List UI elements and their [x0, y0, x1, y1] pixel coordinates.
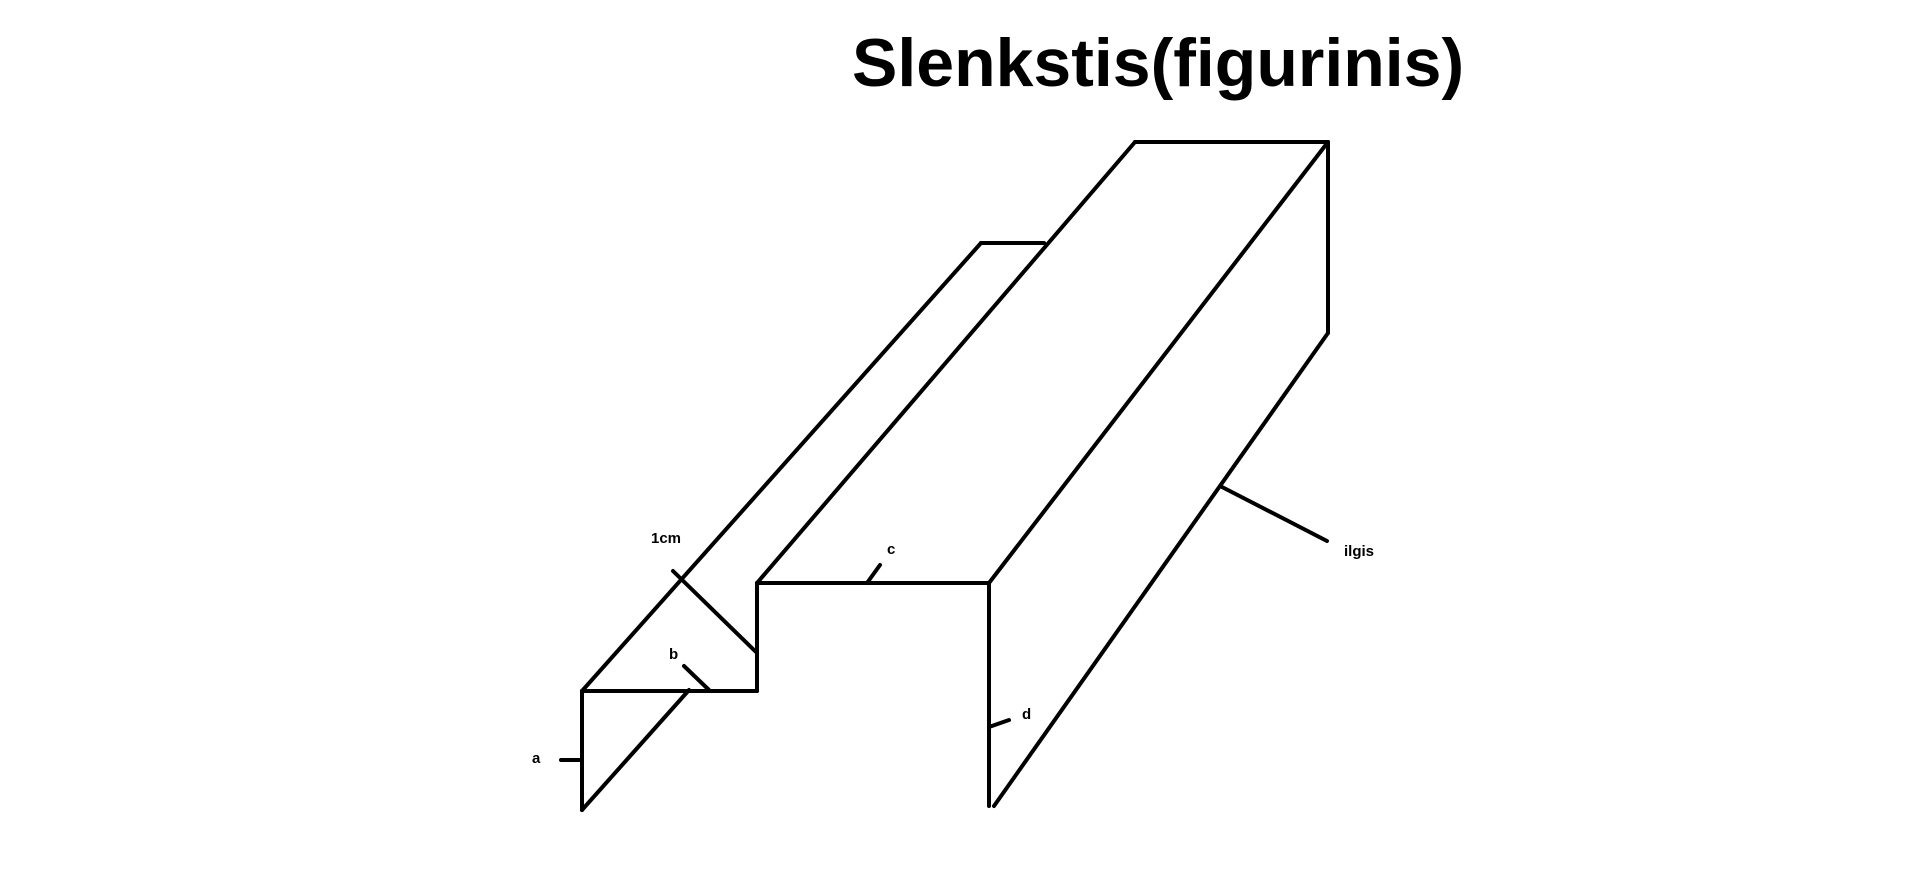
leader-d	[987, 718, 1011, 729]
label-length: ilgis	[1344, 543, 1374, 560]
upper-front-right-receding	[987, 140, 1330, 585]
profile-outline	[580, 581, 991, 812]
leader-1cm	[671, 569, 758, 654]
leader-c	[865, 563, 882, 585]
bottom-left-receding	[580, 688, 691, 812]
lower-step-back-edge	[580, 241, 983, 693]
label-d: d	[1022, 706, 1031, 723]
leader-length	[1220, 485, 1329, 543]
label-a: a	[532, 750, 541, 767]
step-edge-receding	[755, 140, 1137, 585]
receding-edges	[580, 140, 1330, 812]
leader-b	[682, 664, 711, 692]
diagram-title: Slenkstis(figurinis)	[852, 25, 1464, 101]
leader-lines	[559, 485, 1329, 762]
label-b: b	[669, 646, 678, 663]
label-1cm: 1cm	[651, 530, 681, 547]
bottom-right-receding	[992, 331, 1330, 808]
label-c: c	[887, 541, 895, 558]
dimension-labels: a b 1cm c d ilgis	[532, 530, 1374, 767]
